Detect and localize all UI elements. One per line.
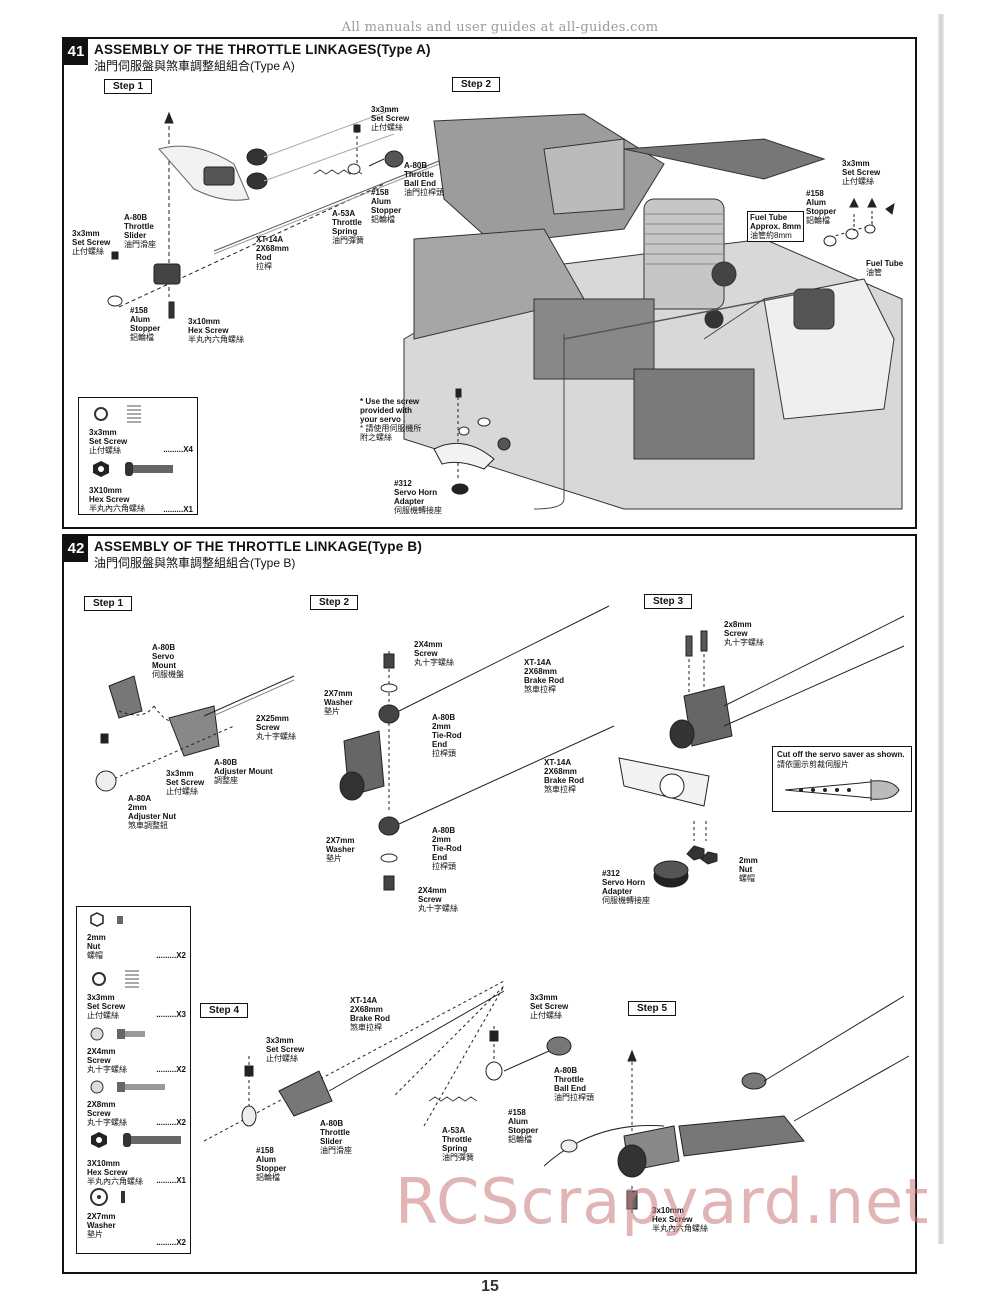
parts-icons-42 [90, 912, 181, 1206]
step2-label: Step 2 [310, 595, 359, 610]
section-41: 41 ASSEMBLY OF THE THROTTLE LINKAGES(Typ… [62, 37, 917, 529]
step1-label: Step 1 [84, 596, 133, 611]
parts-icons-41 [93, 405, 173, 477]
screw-2x4-icon [90, 1027, 104, 1041]
hex-screw-icon [123, 1133, 131, 1147]
section-title: ASSEMBLY OF THE THROTTLE LINKAGE(Type B) [94, 539, 423, 554]
step1-label: Step 1 [104, 79, 153, 94]
step4-label: Step 4 [200, 1003, 249, 1018]
step2-chassis-diagram [403, 113, 903, 510]
servo-saver-icon [784, 779, 900, 801]
scan-edge [938, 14, 944, 1244]
site-banner: All manuals and user guides at all-guide… [341, 20, 659, 35]
set-screw-icon [94, 407, 108, 421]
nut-icon [90, 912, 104, 927]
step3-label: Step 3 [644, 594, 693, 609]
section-subtitle: 油門伺服盤與煞車調整組組合(Type A) [94, 59, 295, 73]
section-number: 41 [64, 39, 88, 65]
section-42: 42 ASSEMBLY OF THE THROTTLE LINKAGE(Type… [62, 534, 917, 1274]
section-number: 42 [64, 536, 88, 562]
set-screw-icon [92, 972, 106, 986]
note-cut-servo-saver: Cut off the servo saver as shown. 請依圖示剪裁… [772, 746, 912, 812]
step2-label: Step 2 [452, 77, 501, 92]
watermark: RCScrapyard.net [395, 1165, 930, 1238]
page-number: 15 [481, 1278, 499, 1295]
screw-2x8-icon [90, 1080, 104, 1094]
step1-diagram [107, 108, 445, 319]
section-title: ASSEMBLY OF THE THROTTLE LINKAGES(Type A… [94, 42, 431, 57]
hex-screw-icon [125, 462, 133, 476]
step5-label: Step 5 [628, 1001, 677, 1016]
section-subtitle: 油門伺服盤與煞車調整組組合(Type B) [94, 556, 296, 570]
section42-diagrams [95, 605, 910, 1216]
